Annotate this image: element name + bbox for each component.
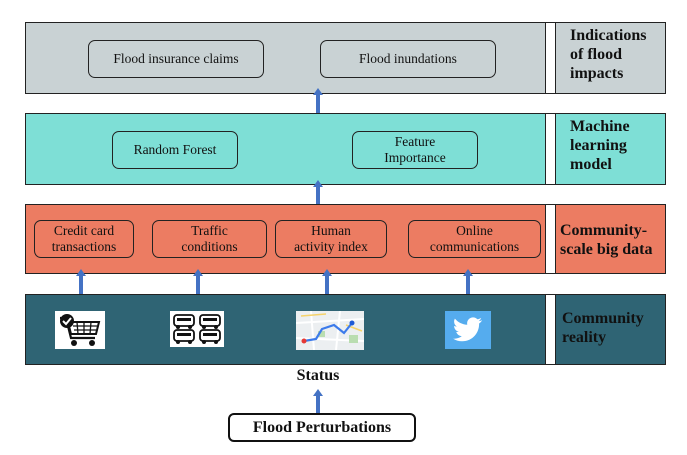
layer-machine-learning (25, 113, 666, 185)
traffic-cars-icon (170, 311, 224, 347)
pill-feature-importance: Feature Importance (352, 131, 478, 169)
arrow-up-ml-to-impacts (313, 88, 323, 114)
arrow-up-cart-to-credit (76, 269, 86, 295)
pill-flood-inundations: Flood inundations (320, 40, 496, 78)
pill-label: Random Forest (133, 142, 217, 157)
flood-perturbations-label: Flood Perturbations (252, 418, 392, 436)
shopping-cart-icon (55, 311, 105, 349)
pill-online-communications: Online communications (408, 220, 541, 258)
arrow-up-perturbations-to-reality (313, 389, 323, 415)
pill-label: Credit card transactions (51, 223, 117, 254)
twitter-bird-icon (445, 311, 491, 349)
pill-label: Flood insurance claims (113, 51, 239, 66)
arrow-up-map-to-activity (322, 269, 332, 295)
arrow-up-bigdata-to-ml (313, 180, 323, 206)
layer-divider (545, 22, 556, 94)
side-label-flood-impacts: Indications of flood impacts (570, 27, 647, 82)
arrow-up-twitter-to-communications (463, 269, 473, 295)
layer-flood-impacts (25, 22, 666, 94)
layer-big-data (25, 204, 666, 274)
flood-perturbations-box: Flood Perturbations (228, 413, 416, 442)
status-label: Status (296, 367, 340, 384)
pill-label: Traffic conditions (181, 223, 238, 254)
pill-label: Online communications (429, 223, 520, 254)
pill-traffic-conditions: Traffic conditions (152, 220, 267, 258)
side-label-big-data: Community- scale big data (560, 222, 653, 258)
arrow-up-traffic-to-conditions (193, 269, 203, 295)
pill-label: Human activity index (294, 223, 368, 254)
map-route-icon (296, 311, 364, 350)
pill-label: Feature Importance (384, 134, 446, 165)
pill-credit-card-transactions: Credit card transactions (34, 220, 134, 258)
side-label-machine-learning: Machine learning model (570, 118, 630, 173)
pill-flood-insurance-claims: Flood insurance claims (88, 40, 264, 78)
pill-label: Flood inundations (359, 51, 457, 66)
pill-human-activity-index: Human activity index (275, 220, 387, 258)
layer-divider (545, 204, 556, 274)
layer-divider (545, 113, 556, 185)
layer-divider (545, 294, 556, 365)
pill-random-forest: Random Forest (112, 131, 238, 169)
side-label-community-reality: Community reality (562, 310, 644, 346)
